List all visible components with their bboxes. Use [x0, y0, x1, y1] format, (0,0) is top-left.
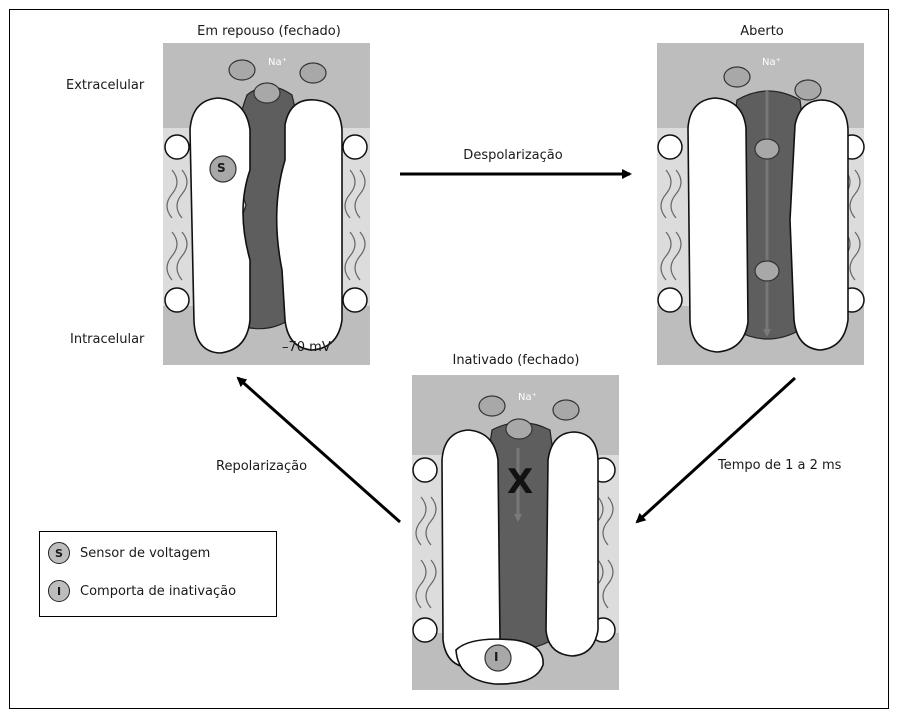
resting-voltage: –70 mV — [282, 340, 331, 355]
legend-item-gate: I Comporta de inativação — [48, 580, 236, 602]
repolarization-arrow — [238, 378, 400, 522]
resting-ion-label: Na⁺ — [268, 57, 287, 68]
inactivation-gate-marker: I — [494, 650, 498, 664]
inactivated-channel — [412, 375, 619, 690]
gate-symbol: I — [48, 580, 70, 602]
extracellular-label: Extracelular — [66, 78, 144, 93]
time-label: Tempo de 1 a 2 ms — [718, 458, 841, 473]
inactivated-title: Inativado (fechado) — [452, 353, 579, 368]
legend-label-sensor: Sensor de voltagem — [80, 546, 210, 561]
intracellular-label: Intracelular — [70, 332, 144, 347]
time-arrow — [637, 378, 795, 522]
inactivated-ion-label: Na⁺ — [518, 392, 537, 403]
legend: S Sensor de voltagem I Comporta de inati… — [39, 531, 277, 617]
sensor-symbol: S — [48, 542, 70, 564]
open-title: Aberto — [740, 24, 784, 39]
resting-channel — [163, 43, 370, 365]
voltage-sensor-marker: S — [217, 161, 226, 175]
depolarization-label: Despolarização — [463, 148, 562, 163]
resting-title: Em repouso (fechado) — [197, 24, 341, 39]
legend-item-sensor: S Sensor de voltagem — [48, 542, 210, 564]
legend-label-gate: Comporta de inativação — [80, 584, 236, 599]
open-ion-label: Na⁺ — [762, 57, 781, 68]
block-mark: X — [507, 462, 533, 502]
open-channel — [657, 43, 864, 365]
repolarization-label: Repolarização — [216, 459, 307, 474]
